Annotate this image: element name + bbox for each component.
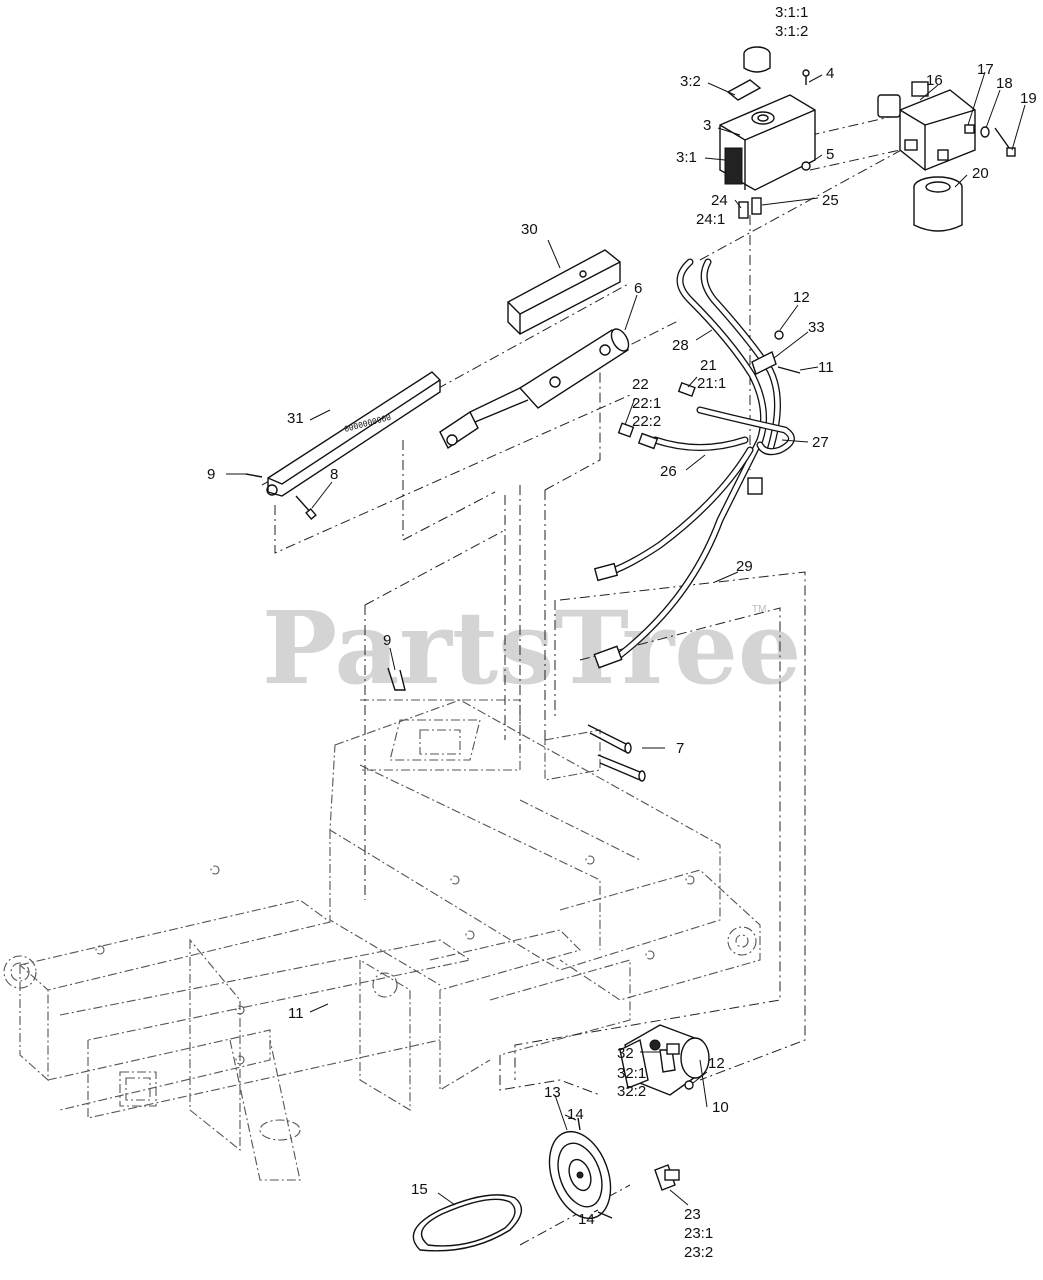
callout-32-2: 32:2 bbox=[617, 1083, 646, 1100]
hydraulic-cylinder bbox=[439, 328, 630, 450]
callout-11-upper: 11 bbox=[818, 359, 834, 376]
callout-24-1: 24:1 bbox=[696, 211, 725, 228]
callout-8: 8 bbox=[330, 466, 338, 483]
callout-20: 20 bbox=[972, 165, 989, 182]
watermark-text: PartsTree bbox=[262, 589, 802, 707]
callout-23: 23 bbox=[684, 1206, 701, 1223]
callout-3: 3 bbox=[703, 117, 711, 134]
callout-21: 21 bbox=[700, 357, 717, 374]
callout-6: 6 bbox=[634, 280, 642, 297]
chassis-frame bbox=[3, 699, 761, 1181]
callout-4: 4 bbox=[826, 65, 834, 82]
callout-22-1: 22:1 bbox=[632, 395, 661, 412]
valve-block bbox=[877, 81, 1016, 232]
callout-16: 16 bbox=[926, 72, 943, 89]
callout-labels: 3:1:1 3:1:2 3:2 3 3:1 4 5 16 17 18 19 20… bbox=[207, 4, 1037, 1261]
callout-12-upper: 12 bbox=[793, 289, 810, 306]
callout-19: 19 bbox=[1020, 90, 1037, 107]
watermark-tm: TM bbox=[752, 604, 766, 615]
callout-7: 7 bbox=[676, 740, 684, 757]
callout-9-upper: 9 bbox=[207, 466, 215, 483]
callout-14-lower: 14 bbox=[578, 1211, 595, 1228]
leader-lines bbox=[226, 71, 1026, 1213]
callout-18: 18 bbox=[996, 75, 1013, 92]
callout-22: 22 bbox=[632, 376, 649, 393]
callout-14-upper: 14 bbox=[567, 1106, 584, 1123]
callout-26: 26 bbox=[660, 463, 677, 480]
callout-17: 17 bbox=[977, 61, 994, 78]
watermark: PartsTree TM bbox=[262, 589, 802, 707]
reservoir-tank bbox=[719, 46, 816, 219]
callout-3-1: 3:1 bbox=[676, 149, 697, 166]
callout-11-lower: 11 bbox=[288, 1005, 304, 1022]
callout-29: 29 bbox=[736, 558, 753, 575]
callout-25: 25 bbox=[822, 192, 839, 209]
callout-9-lower: 9 bbox=[383, 632, 391, 649]
drive-belt bbox=[412, 1194, 523, 1252]
callout-33: 33 bbox=[808, 319, 825, 336]
hoses bbox=[593, 258, 801, 669]
callout-23-1: 23:1 bbox=[684, 1225, 713, 1242]
callout-22-2: 22:2 bbox=[632, 413, 661, 430]
lift-tube bbox=[507, 249, 621, 335]
callout-27: 27 bbox=[812, 434, 829, 451]
callout-12-lower: 12 bbox=[708, 1055, 725, 1072]
callout-3-1-2: 3:1:2 bbox=[775, 23, 808, 40]
lift-arm: 0000000000 bbox=[245, 371, 441, 520]
callout-32: 32 bbox=[617, 1045, 634, 1062]
callout-3-1-1: 3:1:1 bbox=[775, 4, 808, 21]
callout-32-1: 32:1 bbox=[617, 1065, 646, 1082]
pivot-pins bbox=[387, 667, 646, 782]
callout-3-2: 3:2 bbox=[680, 73, 701, 90]
callout-15: 15 bbox=[411, 1181, 428, 1198]
callout-28: 28 bbox=[672, 337, 689, 354]
callout-13: 13 bbox=[544, 1084, 561, 1101]
callout-30: 30 bbox=[521, 221, 538, 238]
callout-10: 10 bbox=[712, 1099, 729, 1116]
callout-24: 24 bbox=[711, 192, 728, 209]
callout-23-2: 23:2 bbox=[684, 1244, 713, 1261]
pulley bbox=[548, 1117, 613, 1220]
callout-5: 5 bbox=[826, 146, 834, 163]
callout-21-1: 21:1 bbox=[697, 375, 726, 392]
callout-31: 31 bbox=[287, 410, 304, 427]
